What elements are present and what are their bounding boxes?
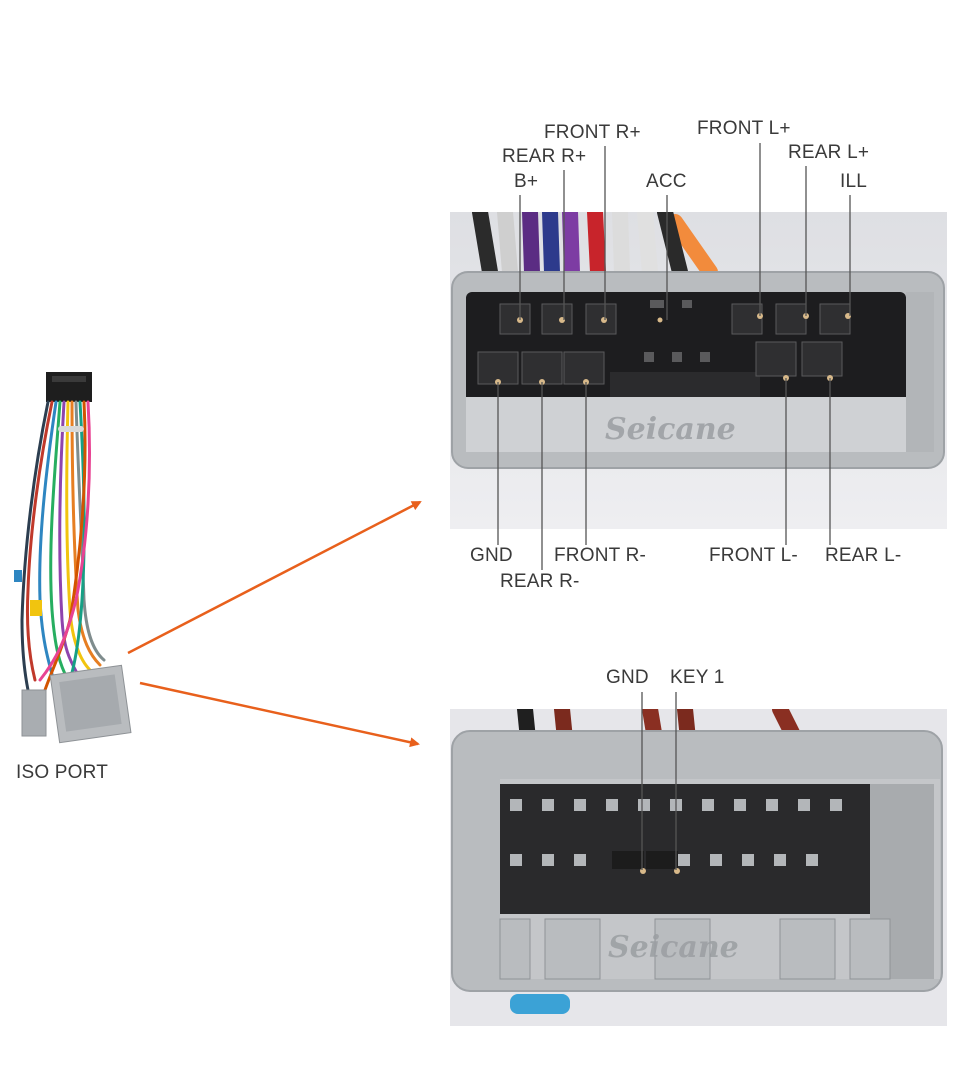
top-connector-image: Seicane <box>450 212 947 529</box>
label-front-r-plus: FRONT R+ <box>544 122 641 143</box>
label-ill: ILL <box>840 171 868 192</box>
label-gnd-top: GND <box>470 545 513 566</box>
arrow-to-top-connector <box>127 500 422 655</box>
bottom-connector-watermark: Seicane <box>608 930 739 965</box>
label-rear-r-plus: REAR R+ <box>502 146 587 167</box>
label-rear-l-minus: REAR L- <box>825 545 902 566</box>
harness-image <box>0 360 140 750</box>
label-front-r-minus: FRONT R- <box>554 545 647 566</box>
label-rear-l-plus: REAR L+ <box>788 142 870 163</box>
harness-caption: ISO PORT <box>16 762 109 783</box>
label-acc: ACC <box>646 171 687 192</box>
label-gnd-bottom: GND <box>606 667 649 688</box>
label-rear-r-minus: REAR R- <box>500 571 580 592</box>
label-front-l-minus: FRONT L- <box>709 545 798 566</box>
label-key1: KEY 1 <box>670 667 725 688</box>
bottom-connector-image: Seicane <box>450 709 947 1026</box>
label-front-l-plus: FRONT L+ <box>697 118 791 139</box>
label-b-plus: B+ <box>514 171 539 192</box>
arrow-to-bottom-connector <box>139 681 420 748</box>
top-connector-watermark: Seicane <box>605 412 736 447</box>
